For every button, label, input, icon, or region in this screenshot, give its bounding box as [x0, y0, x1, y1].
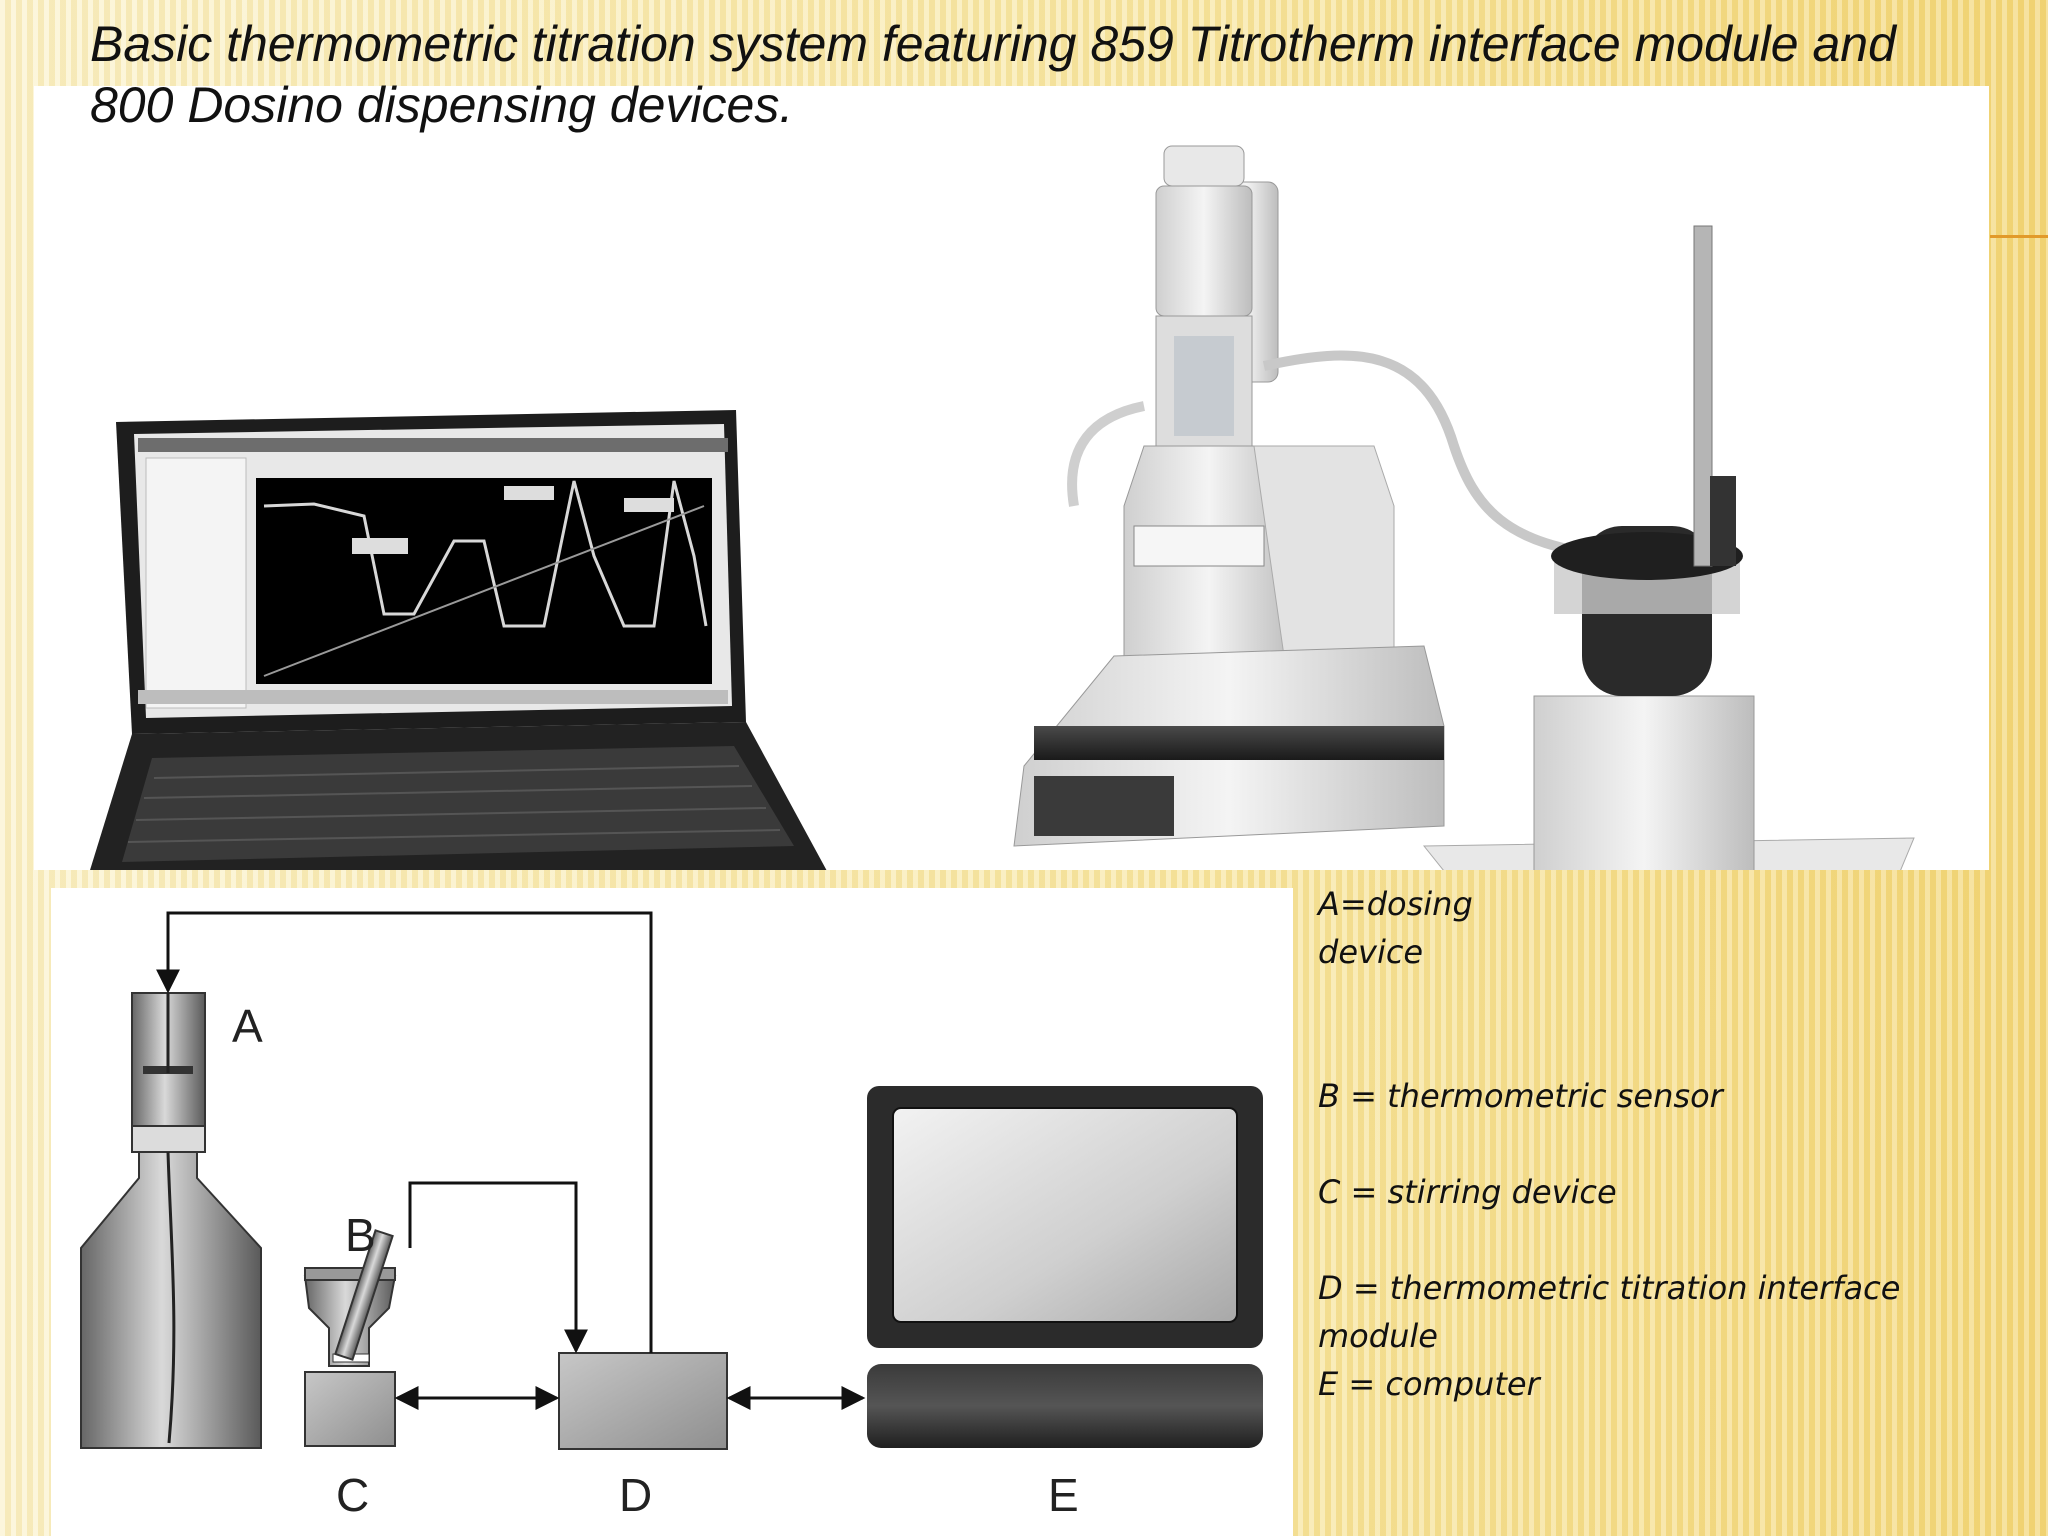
laptop-keys [127, 765, 781, 843]
accent-line [1990, 235, 2048, 238]
dosing-device-a [80, 992, 262, 1449]
laptop-screen-plot [256, 478, 712, 684]
legend-e: E = computer [1318, 1365, 1540, 1403]
label-b: B [345, 1209, 376, 1261]
equipment-photo [34, 86, 1989, 870]
computer-e [867, 1086, 1263, 1448]
slide-title: Basic thermometric titration system feat… [90, 16, 1896, 133]
legend-d: D = thermometric titration interface mod… [1318, 1269, 1901, 1355]
titrotherm-module [1013, 145, 1615, 847]
equipment-photo-svg [90, 145, 1915, 870]
legend: A=dosing device B = thermometric sensor … [1318, 880, 2018, 1408]
legend-a: A=dosing device [1318, 885, 1473, 971]
legend-b: B = thermometric sensor [1318, 1077, 1723, 1115]
legend-c: C = stirring device [1318, 1173, 1617, 1211]
schematic-diagram: A B C D E [51, 888, 1293, 1536]
thermometric-sensor-b [334, 1229, 394, 1361]
interface-module-d [558, 1352, 728, 1450]
connections [156, 911, 866, 1410]
label-e: E [1048, 1469, 1079, 1521]
schematic-diagram-svg: A B C D E [80, 911, 1263, 1521]
label-d: D [619, 1469, 652, 1521]
laptop [90, 410, 827, 870]
stirrer-vessel [1422, 225, 1915, 870]
label-c: C [336, 1469, 369, 1521]
label-a: A [232, 1000, 263, 1052]
